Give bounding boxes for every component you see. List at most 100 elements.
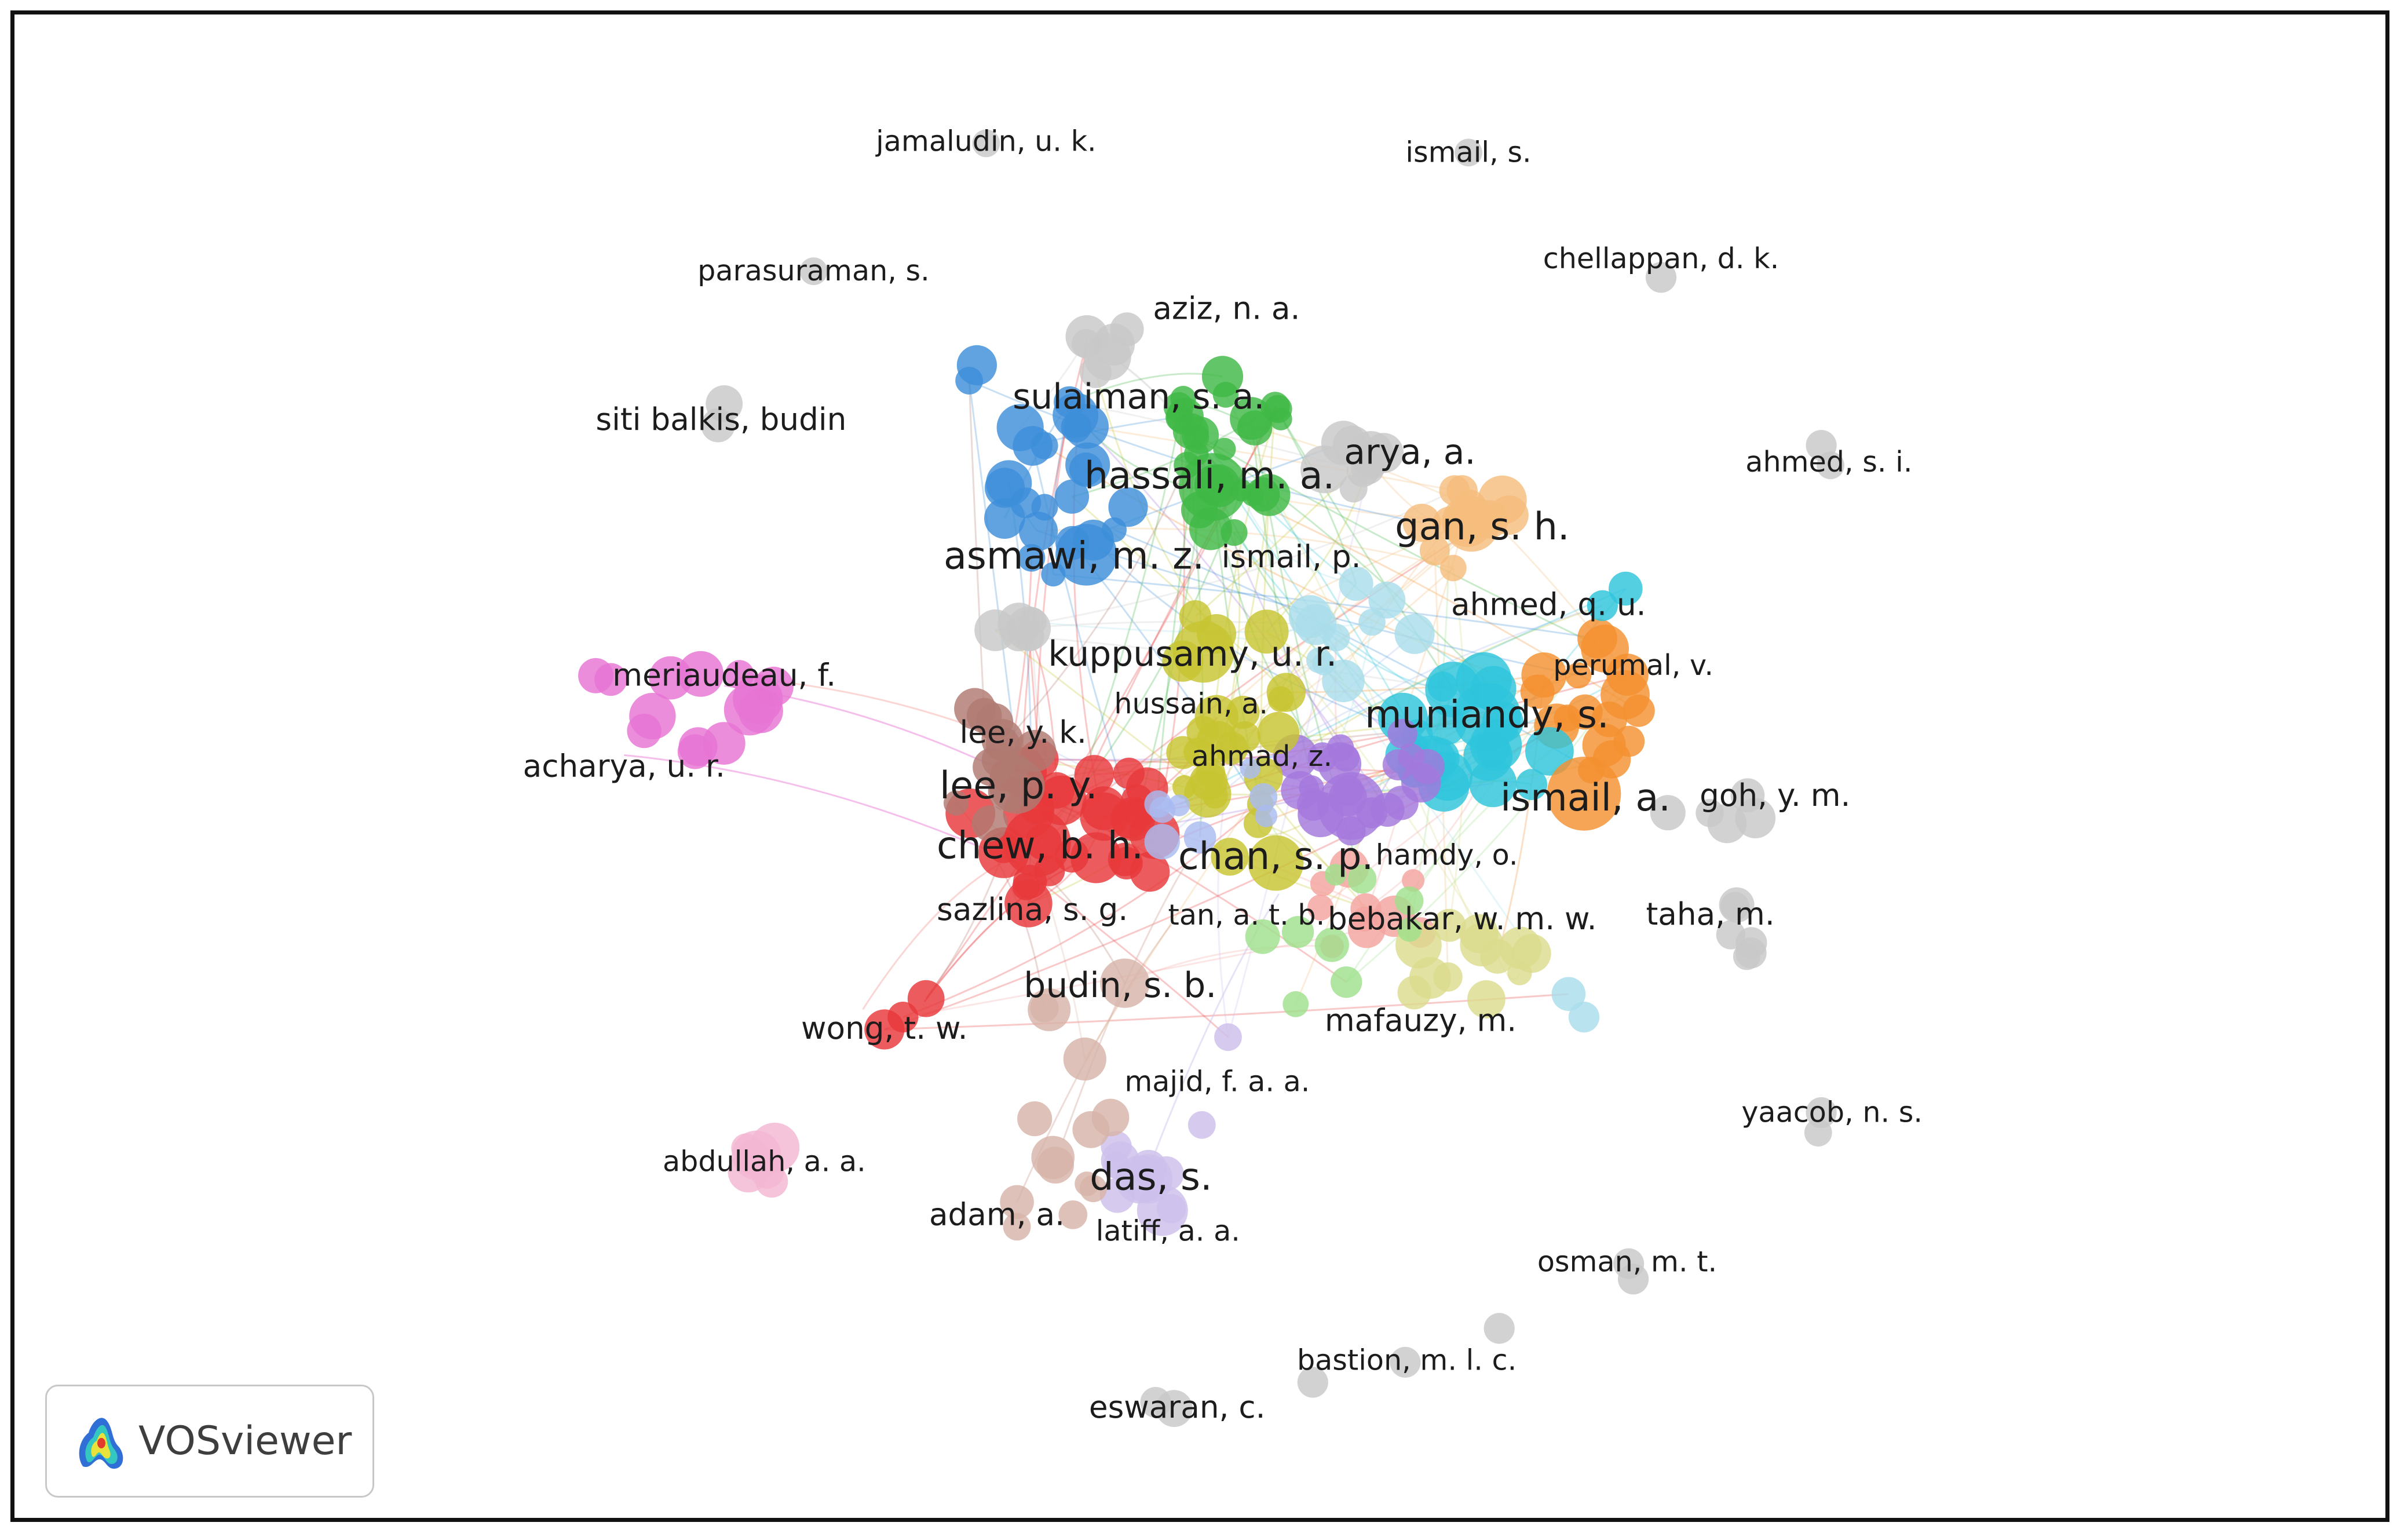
- author-label[interactable]: ahmad, z.: [1192, 739, 1332, 773]
- author-node[interactable]: [1065, 315, 1109, 358]
- author-node[interactable]: [1402, 869, 1425, 892]
- author-node[interactable]: [1512, 934, 1551, 973]
- author-label[interactable]: parasuraman, s.: [697, 254, 930, 287]
- author-node[interactable]: [1244, 609, 1289, 654]
- author-label[interactable]: bastion, m. l. c.: [1297, 1343, 1517, 1377]
- author-label[interactable]: sulaiman, s. a.: [1013, 377, 1265, 417]
- author-node[interactable]: [755, 1165, 788, 1198]
- author-node[interactable]: [1433, 908, 1466, 942]
- author-node[interactable]: [1300, 445, 1349, 494]
- author-node[interactable]: [989, 758, 1045, 814]
- author-node[interactable]: [1696, 799, 1724, 827]
- author-node[interactable]: [1397, 917, 1422, 942]
- author-node[interactable]: [887, 1002, 919, 1033]
- author-node[interactable]: [1347, 864, 1377, 894]
- author-node[interactable]: [1017, 1101, 1053, 1137]
- author-label[interactable]: kuppusamy, u. r.: [1048, 634, 1337, 674]
- author-node[interactable]: [1144, 824, 1181, 860]
- author-node[interactable]: [1591, 701, 1627, 738]
- author-node[interactable]: [1401, 762, 1441, 803]
- author-node[interactable]: [1735, 798, 1776, 838]
- author-node[interactable]: [1568, 1002, 1600, 1033]
- author-label[interactable]: budin, s. b.: [1024, 965, 1216, 1006]
- author-node[interactable]: [1467, 980, 1506, 1018]
- author-node[interactable]: [1322, 623, 1350, 652]
- author-label[interactable]: arya, a.: [1344, 432, 1475, 473]
- author-node[interactable]: [1339, 566, 1373, 601]
- author-node[interactable]: [1587, 590, 1618, 621]
- author-node[interactable]: [1368, 581, 1406, 619]
- author-label[interactable]: hamdy, o.: [1376, 838, 1518, 871]
- author-label[interactable]: ahmed, q. u.: [1451, 586, 1646, 622]
- author-node[interactable]: [1000, 1185, 1034, 1220]
- author-label[interactable]: adam, a.: [929, 1197, 1065, 1233]
- author-node[interactable]: [1006, 606, 1051, 651]
- author-node[interactable]: [1606, 654, 1649, 696]
- author-label[interactable]: perumal, v.: [1553, 648, 1713, 682]
- author-label[interactable]: mafauzy, m.: [1325, 1003, 1517, 1039]
- author-node[interactable]: [1650, 795, 1686, 831]
- author-node[interactable]: [1031, 432, 1058, 459]
- author-node[interactable]: [1716, 920, 1746, 950]
- author-node[interactable]: [1017, 544, 1046, 572]
- author-node[interactable]: [975, 703, 1014, 741]
- author-node[interactable]: [1804, 1119, 1832, 1147]
- author-node[interactable]: [1245, 919, 1280, 954]
- author-node[interactable]: [1249, 783, 1278, 811]
- author-node[interactable]: [1387, 718, 1417, 749]
- author-node[interactable]: [1237, 410, 1273, 446]
- author-label[interactable]: acharya, u. r.: [523, 749, 725, 784]
- author-node[interactable]: [1565, 662, 1592, 689]
- author-node[interactable]: [972, 129, 1000, 158]
- author-node[interactable]: [1350, 893, 1382, 925]
- author-node[interactable]: [1394, 614, 1435, 654]
- author-node[interactable]: [1609, 571, 1643, 606]
- author-node[interactable]: [943, 790, 969, 816]
- author-node[interactable]: [1645, 262, 1677, 293]
- author-label[interactable]: majid, f. a. a.: [1124, 1064, 1310, 1098]
- author-node[interactable]: [1240, 758, 1260, 779]
- author-node[interactable]: [1613, 1248, 1645, 1279]
- author-node[interactable]: [724, 684, 776, 736]
- author-node[interactable]: [1623, 694, 1655, 727]
- author-node[interactable]: [986, 460, 1032, 506]
- author-node[interactable]: [971, 805, 1008, 842]
- author-label[interactable]: siti balkis, budin: [595, 401, 846, 437]
- author-node[interactable]: [1735, 937, 1767, 969]
- author-label[interactable]: sazlina, s. g.: [937, 892, 1128, 928]
- author-label[interactable]: muniandy, s.: [1365, 693, 1609, 737]
- author-node[interactable]: [1075, 1171, 1099, 1196]
- author-label[interactable]: wong, t. w.: [801, 1010, 968, 1046]
- author-node[interactable]: [1165, 403, 1194, 432]
- author-node[interactable]: [1183, 821, 1216, 854]
- author-node[interactable]: [1101, 1131, 1132, 1162]
- author-label[interactable]: chan, s. p.: [1178, 834, 1373, 878]
- author-node[interactable]: [1324, 864, 1347, 886]
- author-node[interactable]: [1063, 1037, 1106, 1081]
- author-node[interactable]: [1055, 479, 1090, 514]
- author-label[interactable]: ismail, s.: [1405, 135, 1531, 169]
- author-node[interactable]: [1419, 535, 1450, 566]
- author-node[interactable]: [1397, 976, 1431, 1010]
- author-label[interactable]: lee, p. y.: [940, 764, 1098, 808]
- author-node[interactable]: [1439, 554, 1467, 582]
- author-label[interactable]: ahmed, s. i.: [1745, 445, 1912, 479]
- author-node[interactable]: [1187, 1111, 1216, 1139]
- author-node[interactable]: [1817, 451, 1845, 480]
- author-node[interactable]: [1055, 524, 1117, 586]
- author-label[interactable]: gan, s. h.: [1395, 505, 1570, 549]
- author-label[interactable]: tan, a. t. b.: [1168, 898, 1325, 932]
- author-node[interactable]: [1260, 392, 1290, 421]
- author-node[interactable]: [1241, 483, 1265, 506]
- author-node[interactable]: [1267, 686, 1294, 712]
- author-label[interactable]: ismail, p.: [1222, 539, 1361, 575]
- author-node[interactable]: [678, 651, 724, 697]
- author-node[interactable]: [1395, 886, 1424, 915]
- author-node[interactable]: [1110, 312, 1144, 346]
- author-node[interactable]: [1019, 512, 1058, 551]
- author-node[interactable]: [1003, 1213, 1031, 1241]
- author-label[interactable]: bebakar, w. m. w.: [1328, 901, 1597, 937]
- author-node[interactable]: [1110, 846, 1143, 879]
- author-node[interactable]: [1577, 618, 1617, 659]
- author-node[interactable]: [1229, 721, 1260, 753]
